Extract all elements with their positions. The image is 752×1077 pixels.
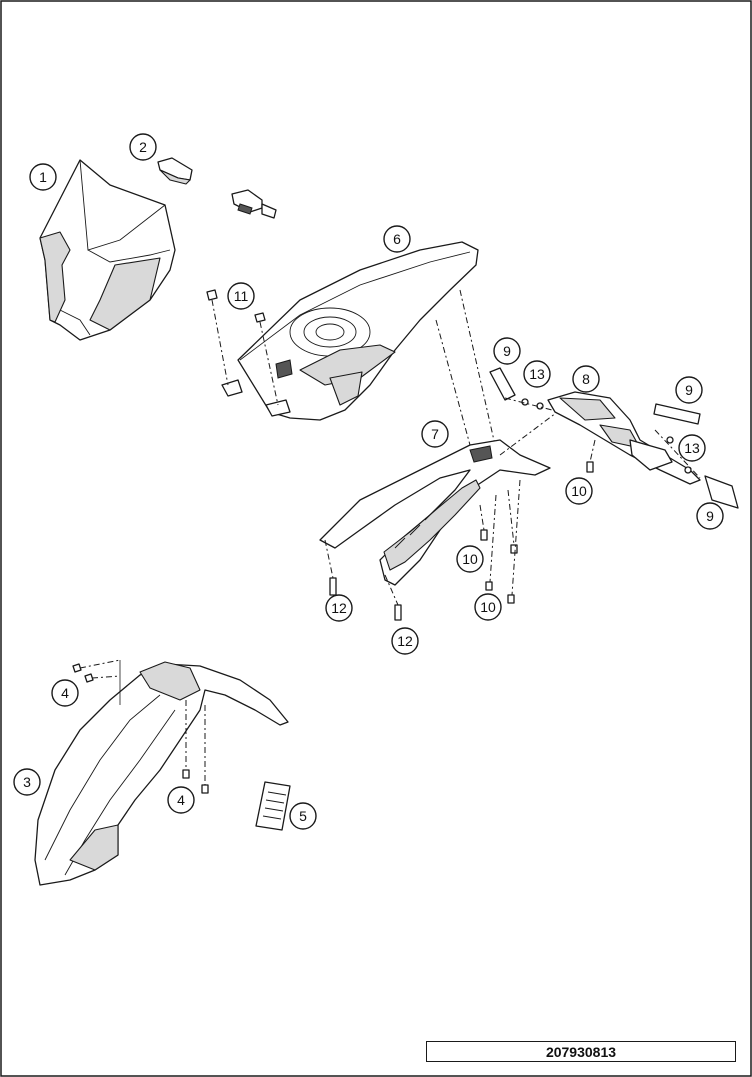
taillight-bracket-part: [547, 391, 701, 485]
callout-10b: 10: [456, 545, 484, 573]
callout-4a: 4: [51, 679, 79, 707]
callout-3: 3: [13, 768, 41, 796]
washer-13-set: [504, 397, 701, 479]
rear-fender-part: [221, 241, 479, 421]
drawing-number-box: 207930813: [426, 1041, 736, 1062]
svg-text:9: 9: [503, 343, 511, 359]
assembly-line: [459, 289, 496, 446]
svg-text:2: 2: [139, 139, 147, 155]
callout-8: 8: [572, 365, 600, 393]
svg-text:4: 4: [177, 792, 185, 808]
callout-10c: 10: [474, 593, 502, 621]
callout-2: 2: [129, 133, 157, 161]
headlight-clip-part: [157, 157, 193, 185]
sticker-strip-part: [255, 781, 291, 831]
svg-text:9: 9: [706, 508, 714, 524]
drawing-number: 207930813: [545, 1043, 617, 1060]
callout-12a: 12: [325, 594, 353, 622]
svg-text:5: 5: [299, 808, 307, 824]
bolt-12-set: [324, 539, 402, 621]
rear-side-panel-part: [319, 439, 551, 586]
reflector-plate-part: [489, 367, 739, 509]
svg-text:12: 12: [331, 600, 347, 616]
svg-text:10: 10: [571, 483, 587, 499]
assembly-line: [435, 319, 471, 446]
callout-9c: 9: [696, 502, 724, 530]
callout-9a: 9: [493, 337, 521, 365]
bolt-10-set: [479, 439, 596, 604]
svg-text:8: 8: [582, 371, 590, 387]
svg-text:13: 13: [684, 440, 700, 456]
callout-13a: 13: [523, 360, 551, 388]
svg-text:11: 11: [234, 288, 249, 304]
svg-text:10: 10: [462, 551, 478, 567]
svg-text:13: 13: [529, 366, 545, 382]
assembly-line: [499, 409, 561, 456]
callout-7: 7: [421, 420, 449, 448]
svg-text:1: 1: [39, 169, 47, 185]
svg-text:4: 4: [61, 685, 69, 701]
headlight-clip-lower-part: [231, 189, 277, 219]
callout-10a: 10: [565, 477, 593, 505]
callout-5: 5: [289, 802, 317, 830]
bolt-4-set: [72, 659, 209, 794]
callout-9b: 9: [675, 376, 703, 404]
callout-13b: 13: [678, 434, 706, 462]
svg-text:10: 10: [480, 599, 496, 615]
callout-1: 1: [29, 163, 57, 191]
svg-text:7: 7: [431, 426, 439, 442]
bolt-11-set: [206, 289, 279, 406]
svg-text:9: 9: [685, 382, 693, 398]
svg-text:6: 6: [393, 231, 401, 247]
callout-6: 6: [383, 225, 411, 253]
front-fender-part: [34, 661, 289, 886]
callout-4b: 4: [167, 786, 195, 814]
headlight-mask-part: [39, 159, 176, 341]
callout-11: 11: [227, 282, 255, 310]
callout-12b: 12: [391, 627, 419, 655]
svg-text:3: 3: [23, 774, 31, 790]
svg-text:12: 12: [397, 633, 413, 649]
